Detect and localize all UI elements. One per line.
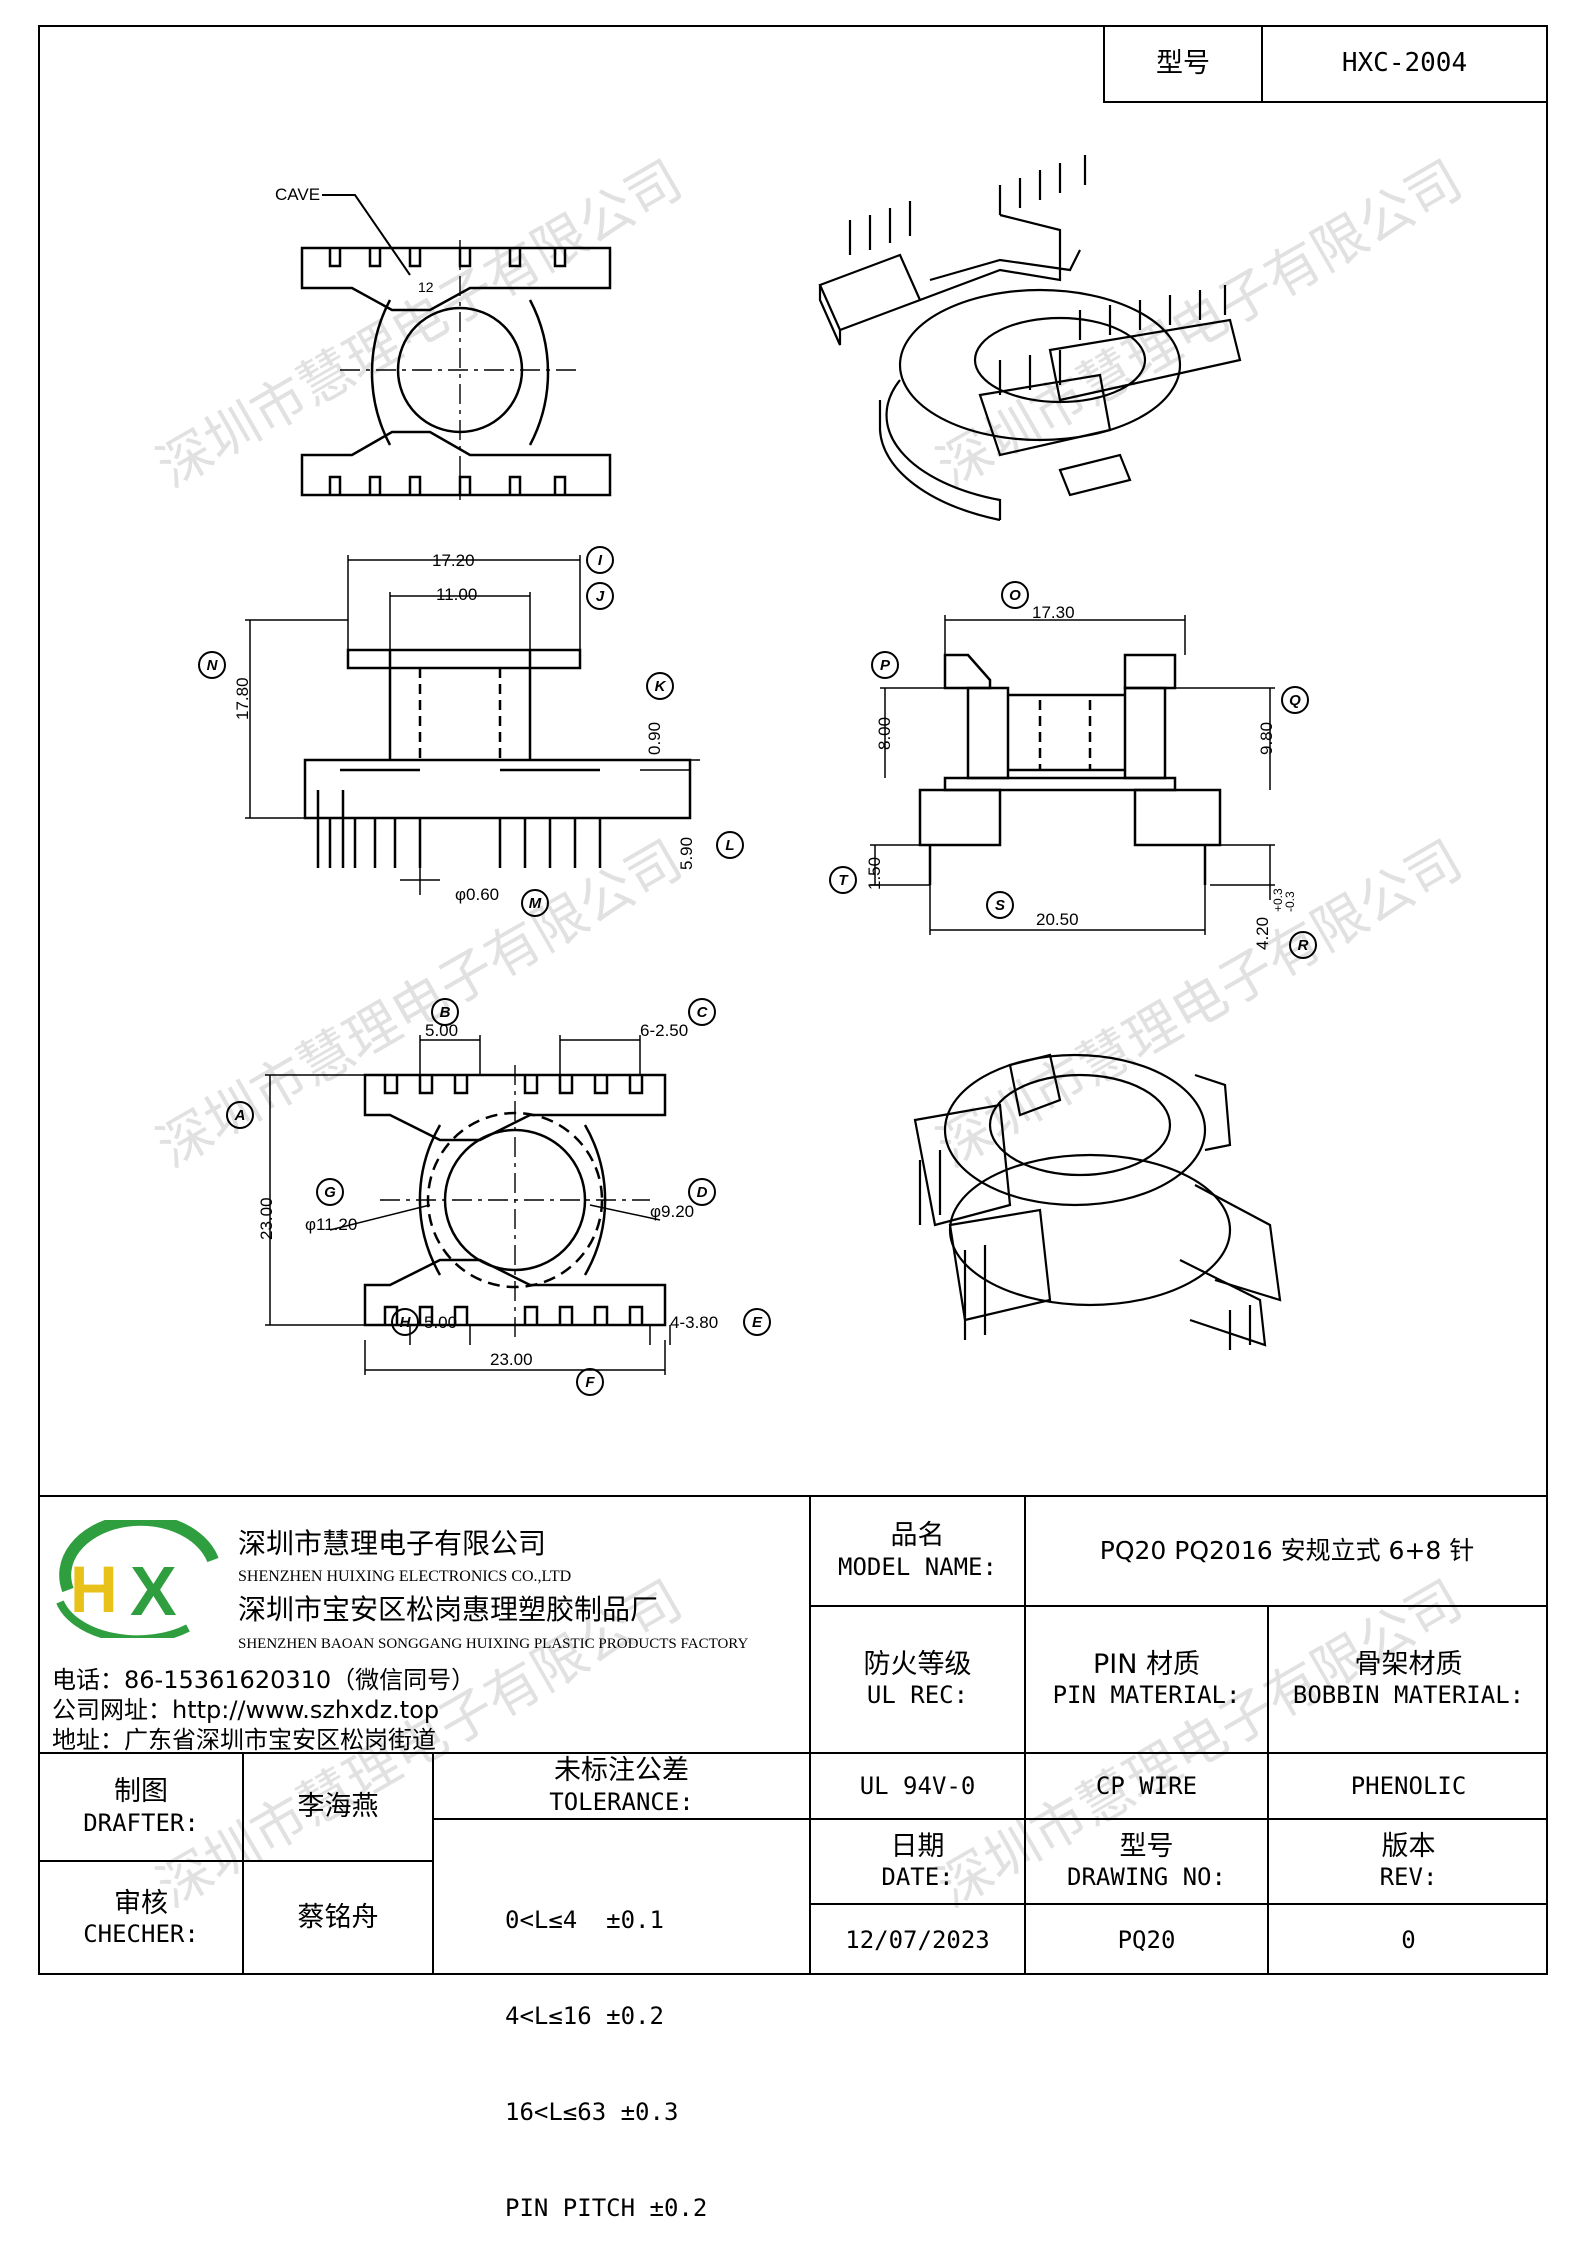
model-name-label: 品名 MODEL NAME:: [838, 1520, 997, 1581]
date-value: 12/07/2023: [845, 1925, 990, 1954]
factory-name-en: SHENZHEN BAOAN SONGGANG HUIXING PLASTIC …: [238, 1636, 749, 1652]
dim-P: 8.00: [875, 717, 894, 750]
date-label: 日期 DATE:: [881, 1830, 954, 1892]
ul-label: 防火等级 UL REC:: [863, 1648, 972, 1710]
callout-S: S: [995, 897, 1005, 914]
rev-label: 版本 REV:: [1379, 1830, 1438, 1892]
callout-M: M: [529, 895, 542, 912]
header-model-label: 型号: [1156, 47, 1210, 79]
side-view: [918, 653, 1222, 885]
dim-D: φ9.20: [650, 1202, 694, 1221]
company-phone: 电话：86-15361620310（微信同号）: [52, 1666, 476, 1694]
tolerance-row: PIN PITCH ±0.2: [505, 2194, 708, 2222]
pin-material-value: CP WIRE: [1095, 1771, 1198, 1800]
callout-B: B: [440, 1004, 451, 1021]
dim-A: 23.00: [257, 1197, 276, 1240]
dim-F: 23.00: [490, 1350, 533, 1369]
dim-B: 5.00: [425, 1021, 458, 1040]
dim-K: 0.90: [645, 722, 664, 755]
ul-value: UL 94V-0: [859, 1771, 976, 1800]
dim-Q: 9.80: [1257, 722, 1276, 755]
callout-A: A: [234, 1107, 246, 1124]
dim-C: 6-2.50: [640, 1021, 688, 1040]
callout-P: P: [880, 657, 891, 674]
dim-S: 20.50: [1036, 910, 1079, 929]
isometric-view-upper: [818, 155, 1242, 522]
callout-N: N: [207, 657, 219, 674]
callout-T: T: [838, 872, 849, 889]
drawing-no-value: PQ20: [1117, 1925, 1176, 1954]
bobbin-material-label: 骨架材质 BOBBIN MATERIAL:: [1292, 1648, 1525, 1710]
dim-N: 17.80: [233, 677, 252, 720]
callout-E: E: [752, 1314, 763, 1331]
callout-O: O: [1009, 587, 1021, 604]
rev-value: 0: [1401, 1925, 1416, 1954]
dim-T: 1.50: [865, 857, 884, 890]
callout-I: I: [598, 552, 603, 569]
factory-name-cn: 深圳市宝安区松岗惠理塑胶制品厂: [238, 1593, 659, 1626]
dim-M: φ0.60: [455, 885, 499, 904]
dim-J: 11.00: [436, 585, 477, 604]
dim-G: φ11.20: [305, 1215, 357, 1234]
dim-E: 4-3.80: [670, 1313, 718, 1332]
drawing-sheet: [38, 25, 1548, 1975]
drafter-value: 李海燕: [297, 1790, 379, 1822]
dim-L: 5.90: [677, 837, 696, 870]
pin-material-label: PIN 材质 PIN MATERIAL:: [1052, 1648, 1241, 1710]
callout-C: C: [697, 1004, 709, 1021]
bobbin-material-value: PHENOLIC: [1350, 1771, 1467, 1800]
callout-H: H: [400, 1314, 412, 1331]
company-name-cn: 深圳市慧理电子有限公司: [238, 1527, 547, 1560]
header-model-value: HXC-2004: [1341, 48, 1468, 79]
svg-text:X: X: [130, 1552, 177, 1630]
tolerance-row: 4<L≤16 ±0.2: [505, 2002, 664, 2030]
dim-R: 4.20: [1253, 917, 1272, 950]
company-name-en: SHENZHEN HUIXING ELECTRONICS CO.,LTD: [238, 1568, 572, 1585]
tolerance-row: 16<L≤63 ±0.3: [505, 2098, 679, 2126]
tolerance-list: 0<L≤4 ±0.1 4<L≤16 ±0.2 16<L≤63 ±0.3 PIN …: [505, 1840, 707, 2256]
dim-R-tol-plus: +0.3: [1271, 888, 1285, 912]
company-address: 地址：广东省深圳市宝安区松岗街道: [52, 1726, 436, 1754]
dim-H: 5.00: [424, 1313, 457, 1332]
dim-R-tol-minus: -0.3: [1283, 891, 1297, 912]
front-view-dimensions: [245, 555, 700, 895]
front-view: [303, 648, 692, 868]
company-logo: H X: [56, 1520, 219, 1638]
isometric-view-lower: [913, 1053, 1282, 1350]
checker-value: 蔡铭舟: [297, 1902, 379, 1934]
callout-K: K: [655, 678, 667, 695]
top-view-upper: [300, 194, 612, 497]
callout-F: F: [585, 1374, 595, 1391]
tolerance-label: 未标注公差 TOLERANCE:: [549, 1755, 694, 1816]
dim-O: 17.30: [1032, 603, 1075, 622]
callout-J: J: [596, 588, 605, 605]
side-view-dimensions: [870, 615, 1275, 935]
callout-D: D: [697, 1184, 708, 1201]
model-name-value: PQ20 PQ2016 安规立式 6+8 针: [1099, 1536, 1475, 1565]
bottom-view-dimensions: [265, 1035, 671, 1375]
checker-label: 审核 CHECHER:: [83, 1887, 199, 1949]
tolerance-row: 0<L≤4 ±0.1: [505, 1906, 664, 1934]
svg-text:H: H: [70, 1552, 118, 1626]
callout-G: G: [324, 1184, 336, 1201]
cave-label: CAVE: [275, 185, 320, 204]
callout-R: R: [1298, 937, 1309, 954]
dimension-callouts: [198, 546, 1317, 1396]
company-website: 公司网址：http://www.szhxdz.top: [52, 1696, 440, 1724]
dim-I: 17.20: [432, 551, 475, 570]
cave-number: 12: [418, 279, 434, 295]
callout-Q: Q: [1289, 692, 1301, 709]
technical-drawing: CAVE 12 17.20 11.00 17.80 0.90 5.90 φ0.6…: [198, 155, 1317, 1396]
drawing-no-label: 型号 DRAWING NO:: [1067, 1830, 1226, 1892]
drafter-label: 制图 DRAFTER:: [83, 1776, 199, 1837]
callout-L: L: [725, 837, 734, 854]
